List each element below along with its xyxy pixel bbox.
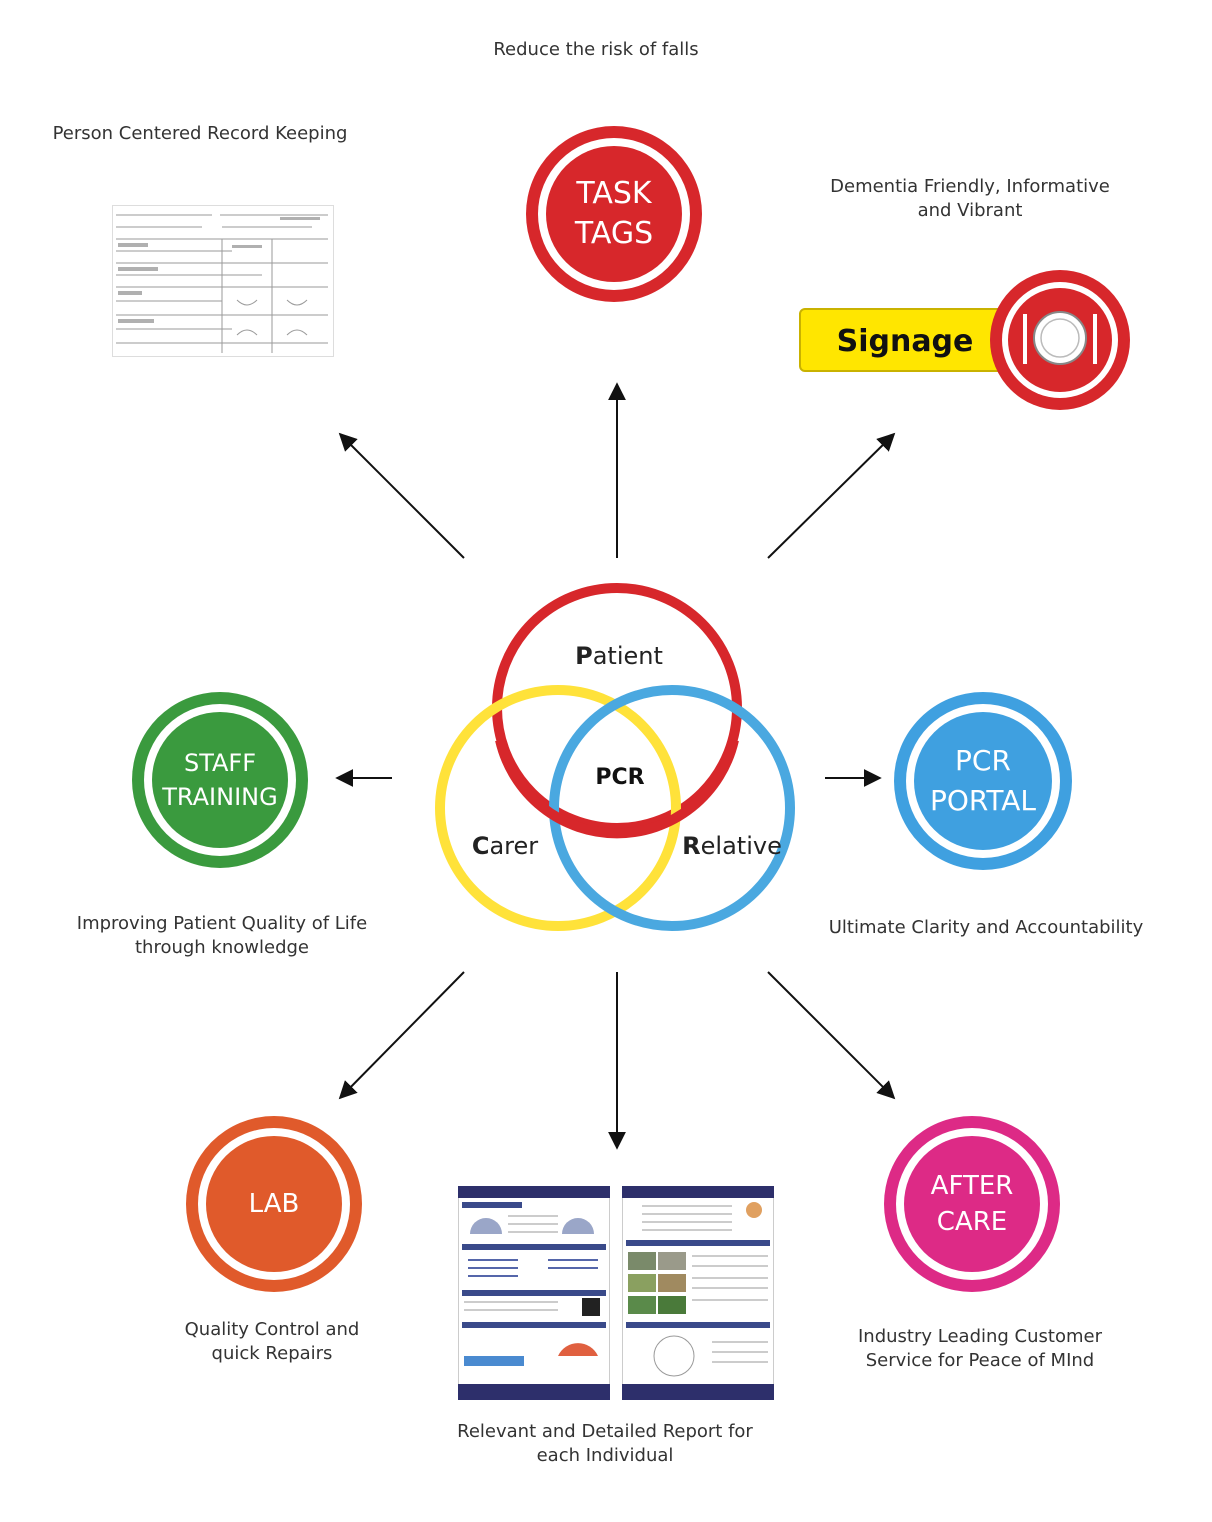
caption-qc-line-1: Quality Control and: [184, 1319, 360, 1340]
venn-circle-carer: [435, 685, 681, 931]
staff-training-line-2: TRAINING: [162, 783, 278, 811]
caption-customer-service: Industry Leading Customer Service for Pe…: [820, 1325, 1140, 1373]
caption-quality-control: Quality Control and quick Repairs: [142, 1318, 402, 1366]
record-form-image: [112, 205, 334, 357]
venn-label-carer: Carer: [472, 832, 538, 860]
report-page-1-drawing: [458, 1186, 610, 1400]
task-tags-badge: TASK TAGS: [526, 126, 702, 302]
arrow-down-right: [767, 971, 896, 1100]
caption-quality-of-life: Improving Patient Quality of Life throug…: [52, 912, 392, 960]
pcr-portal-badge: PCR PORTAL: [894, 692, 1072, 870]
venn-circle-relative: [549, 685, 795, 931]
venn-arc-overlay: [495, 738, 739, 839]
venn-label-center: PCR: [595, 765, 644, 790]
signage-graphic: Signage: [799, 270, 1130, 410]
knife-icon: [1093, 314, 1097, 364]
plate-icon-rim: [1040, 318, 1080, 358]
caption-dementia-friendly: Dementia Friendly, Informative and Vibra…: [800, 175, 1140, 223]
task-tags-line-1: TASK: [576, 176, 652, 211]
report-page-1-image: [458, 1186, 610, 1400]
arrows: [335, 382, 896, 1150]
staff-training-line-1: STAFF: [183, 749, 257, 777]
arrow-down-left: [338, 971, 465, 1100]
report-page-2-drawing: [622, 1186, 774, 1400]
after-care-line-2: CARE: [936, 1207, 1008, 1237]
caption-quality-line-1: Improving Patient Quality of Life: [76, 913, 368, 934]
report-page-2-image: [622, 1186, 774, 1400]
pcr-portal-line-1: PCR: [955, 744, 1011, 777]
pcr-portal-line-2: PORTAL: [929, 784, 1037, 817]
caption-record-keeping: Person Centered Record Keeping: [52, 123, 348, 144]
after-care-badge: AFTER CARE: [884, 1116, 1060, 1292]
after-care-line-1: AFTER: [930, 1171, 1014, 1201]
caption-quality-line-2: through knowledge: [134, 937, 309, 958]
caption-report-line-1: Relevant and Detailed Report for: [457, 1421, 753, 1442]
caption-report: Relevant and Detailed Report for each In…: [430, 1420, 780, 1468]
task-tags-line-2: TAGS: [574, 216, 654, 251]
fork-icon: [1023, 314, 1027, 364]
caption-qc-line-2: quick Repairs: [211, 1343, 333, 1364]
plate-icon: [1033, 311, 1087, 365]
caption-service-line-1: Industry Leading Customer: [858, 1326, 1102, 1347]
arrow-up-right: [767, 432, 896, 559]
caption-service-line-2: Service for Peace of MInd: [865, 1350, 1095, 1371]
venn-diagram: Patient PCR Carer Relative: [435, 583, 795, 931]
staff-training-badge: STAFF TRAINING: [132, 692, 308, 868]
signage-label: Signage: [837, 324, 974, 359]
lab-badge: LAB: [186, 1116, 362, 1292]
record-form-drawing: [112, 205, 334, 357]
venn-label-relative: Relative: [682, 832, 782, 860]
venn-label-patient: Patient: [575, 642, 663, 670]
caption-dementia-line-1: Dementia Friendly, Informative: [830, 176, 1110, 197]
lab-line-1: LAB: [248, 1189, 300, 1219]
arrow-up-left: [338, 432, 465, 559]
caption-reduce-falls: Reduce the risk of falls: [493, 39, 699, 60]
caption-report-line-2: each Individual: [536, 1445, 674, 1466]
caption-clarity: Ultimate Clarity and Accountability: [828, 917, 1144, 938]
caption-dementia-line-2: and Vibrant: [917, 200, 1023, 221]
